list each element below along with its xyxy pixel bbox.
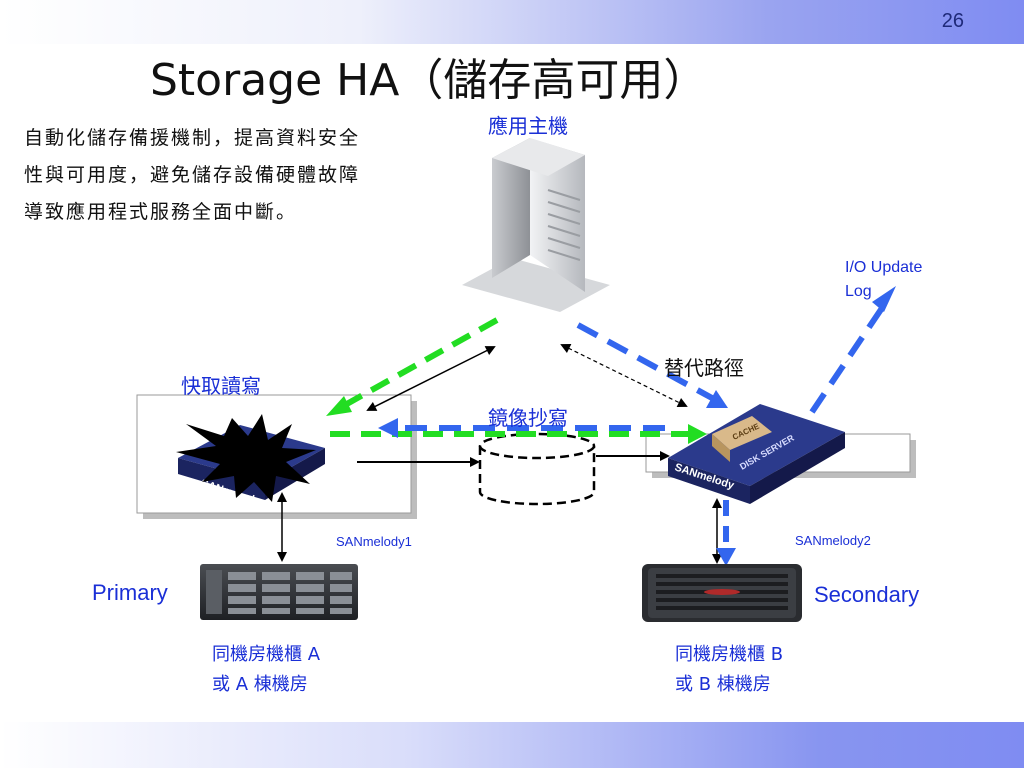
alternate-path-label: 替代路徑: [664, 356, 744, 380]
failover-path-arrow: [378, 286, 896, 566]
slide-title: Storage HA（儲存高可用）: [150, 55, 708, 106]
location-b-label: 同機房機櫃 B 或 B 棟機房: [675, 644, 784, 695]
secondary-label: Secondary: [814, 582, 920, 607]
storage-array-icon: [642, 564, 802, 622]
bottom-banner: [0, 722, 1024, 768]
location-a-label: 同機房機櫃 A 或 A 棟機房: [212, 644, 321, 695]
sanmelody1-label: SANmelody1: [336, 534, 412, 549]
server-tower-icon: [462, 138, 610, 312]
host-link-arrow: [366, 346, 496, 411]
app-host-label: 應用主機: [488, 114, 568, 138]
description-text: 自動化儲存備援機制，提高資料安全性與可用度，避免儲存設備硬體故障導致應用程式服務…: [24, 127, 361, 223]
mirror-volume-icon: [478, 432, 596, 506]
disk-server-icon: CACHE DISK SERVER SANmelody: [668, 404, 845, 504]
storage-array-icon: [200, 564, 358, 620]
active-path-arrow: [326, 317, 707, 444]
top-banner: [0, 0, 1024, 44]
alternate-link-arrow: [560, 344, 688, 407]
primary-label: Primary: [92, 580, 168, 605]
sanmelody2-label: SANmelody2: [795, 533, 871, 548]
failure-burst-icon: [176, 414, 316, 502]
cache-module-icon: [712, 416, 772, 450]
mirror-copy-label: 鏡像抄寫: [488, 406, 568, 430]
io-update-log-label: I/O Update Log: [845, 259, 923, 300]
page-number: 26: [941, 10, 964, 32]
cache-rw-label: 快取讀寫: [181, 374, 261, 398]
